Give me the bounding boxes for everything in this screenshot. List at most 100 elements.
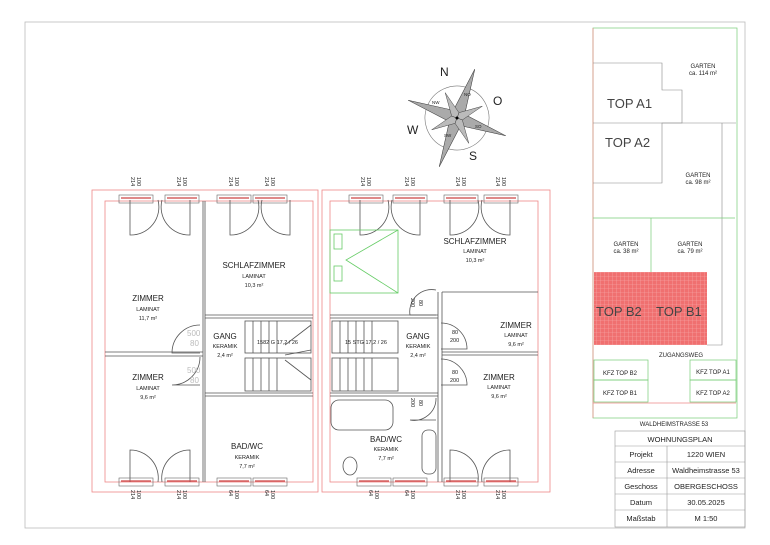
room-area: 11,7 m² [139,316,157,322]
window-dim: 214 [175,490,181,499]
room-name: ZIMMER [483,373,515,382]
top-a2-label: TOP A2 [605,135,650,150]
compass-no: NO [464,92,471,97]
window-dim: 100 [135,177,141,186]
bed-icon [329,229,399,294]
room-floor: KERAMIK [374,447,399,453]
window-dim: 100 [269,177,275,186]
title-block-value: M 1:50 [695,514,718,523]
room-floor: LAMINAT [463,249,487,255]
room-floor: LAMINAT [136,386,160,392]
window-dim: 214 [263,177,269,186]
site-plan: GARTEN ca. 114 m² GARTEN ca. 98 m² GARTE… [592,27,738,428]
window-dim: 64 [263,490,269,496]
door-dim: 200 [450,338,459,344]
door-dim: 80 [190,376,199,385]
room-floor: KERAMIK [235,455,260,461]
stair-label: 1582 G 17,2 / 26 [257,340,298,346]
room-floor: LAMINAT [504,333,528,339]
room-name: GANG [213,332,237,341]
title-block-label: Datum [630,498,652,507]
window-dim: 214 [129,490,135,499]
garden-area: ca. 98 m² [685,180,710,186]
room-area: 7,7 m² [378,456,394,462]
door-dim: 200 [409,298,415,307]
garden-label: GARTEN [678,242,703,248]
door-dim: 500 [187,329,201,338]
window-dim: 100 [373,490,379,499]
door-dim: 80 [417,400,423,406]
room-floor: KERAMIK [406,344,431,350]
door-dim: 500 [187,366,201,375]
window-dim: 214 [227,177,233,186]
room-area: 9,6 m² [140,395,156,401]
window-dim: 214 [403,177,409,186]
compass-rose [408,69,506,167]
compass-nw: NW [432,100,440,105]
parking-label: KFZ TOP A2 [696,391,730,397]
room-floor: LAMINAT [136,307,160,313]
garden-area: ca. 114 m² [689,71,717,77]
compass-n: N [440,65,449,79]
room-area: 10,3 m² [466,258,485,264]
window-dim: 64 [227,490,233,496]
garden-label: GARTEN [691,64,716,70]
garden-label: GARTEN [614,242,639,248]
compass-w: W [407,123,419,137]
window-dim: 100 [135,490,141,499]
title-block-value: OBERGESCHOSS [674,482,738,491]
window-dim: 100 [500,490,506,499]
window-dim: 100 [233,177,239,186]
unit-right: SCHLAFZIMMER LAMINAT 10,3 m² GANG KERAMI… [321,189,551,493]
window-dim: 64 [403,490,409,496]
room-name: BAD/WC [370,435,402,444]
compass-so: SO [475,124,482,129]
room-floor: KERAMIK [213,344,238,350]
door-dim: 80 [190,339,199,348]
garden-area: ca. 38 m² [613,249,638,255]
window-dim: 100 [233,490,239,499]
garden-area: ca. 79 m² [677,249,702,255]
room-area: 10,3 m² [245,283,264,289]
window-dim: 64 [367,490,373,496]
top-b2-label: TOP B2 [596,304,642,319]
window-dim: 100 [409,177,415,186]
door-dim: 80 [417,300,423,306]
door-dim: 200 [450,378,459,384]
door-dim: 200 [409,398,415,407]
title-block-title: WOHNUNGSPLAN [647,435,712,444]
window-dim: 214 [454,177,460,186]
room-area: 2,4 m² [217,353,233,359]
window-dim: 100 [181,177,187,186]
window-dim: 100 [269,490,275,499]
top-b1-label: TOP B1 [656,304,702,319]
top-a1-label: TOP A1 [607,96,652,111]
parking-label: KFZ TOP A1 [696,370,730,376]
window-dim: 100 [460,177,466,186]
parking-label: KFZ TOP B2 [603,371,638,377]
stair-label: 15 STG 17,2 / 26 [345,340,387,346]
window-dim: 100 [409,490,415,499]
window-dim: 214 [129,177,135,186]
title-block-label: Adresse [627,466,655,475]
window-dim: 100 [365,177,371,186]
window-dim: 100 [181,490,187,499]
compass-s: S [469,149,477,163]
title-block-value: 1220 WIEN [687,450,725,459]
room-floor: LAMINAT [242,274,266,280]
room-area: 9,6 m² [491,394,507,400]
